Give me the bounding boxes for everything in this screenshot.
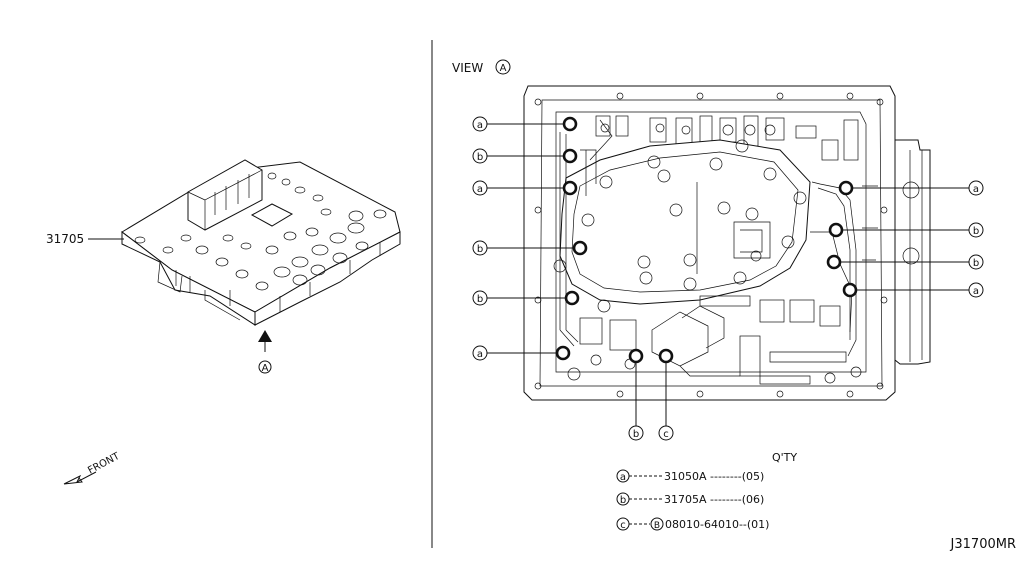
diagram-code: J31700MR [950,537,1016,552]
legend-line-b: 31705A --------(06) [664,493,764,506]
legend-bolt-marker: B [654,521,660,531]
legend-key-b: b [620,495,626,506]
legend-key-c: c [620,520,626,531]
legend-key-a: a [620,472,626,483]
front-indicator: FRONT [63,450,122,485]
callout-left-5: b [477,294,483,305]
callout-left-2: b [477,152,483,163]
callout-bottom-1: b [633,429,639,440]
left-callouts: a b a b b a [472,116,574,361]
callout-bottom-2: c [663,429,669,440]
callout-right-4: a [973,286,979,297]
qty-header: Q'TY [772,451,797,464]
view-arrow-marker: A [262,363,269,374]
legend: Q'TY a 31050A --------(05) b 31705A ----… [616,451,797,531]
callout-left-4: b [477,244,483,255]
legend-line-c: 08010-64010--(01) [665,518,769,531]
legend-line-a: 31050A --------(05) [664,470,764,483]
bottom-callouts: b c [628,362,674,441]
view-title-marker: A [500,63,507,74]
transmission-view-drawing [523,85,931,401]
callout-right-2: b [973,226,979,237]
callout-left-1: a [477,120,483,131]
front-label: FRONT [86,450,122,476]
control-valve-drawing [121,159,401,326]
view-arrow: A [258,330,272,374]
callout-right-3: b [973,258,979,269]
right-callouts: a b b a [840,180,984,298]
callout-right-1: a [973,184,979,195]
part-number-label: 31705 [46,232,84,246]
callout-left-3: a [477,184,483,195]
view-title: VIEW [452,61,483,75]
view-title-marker-circle [495,59,511,75]
callout-left-6: a [477,349,483,360]
